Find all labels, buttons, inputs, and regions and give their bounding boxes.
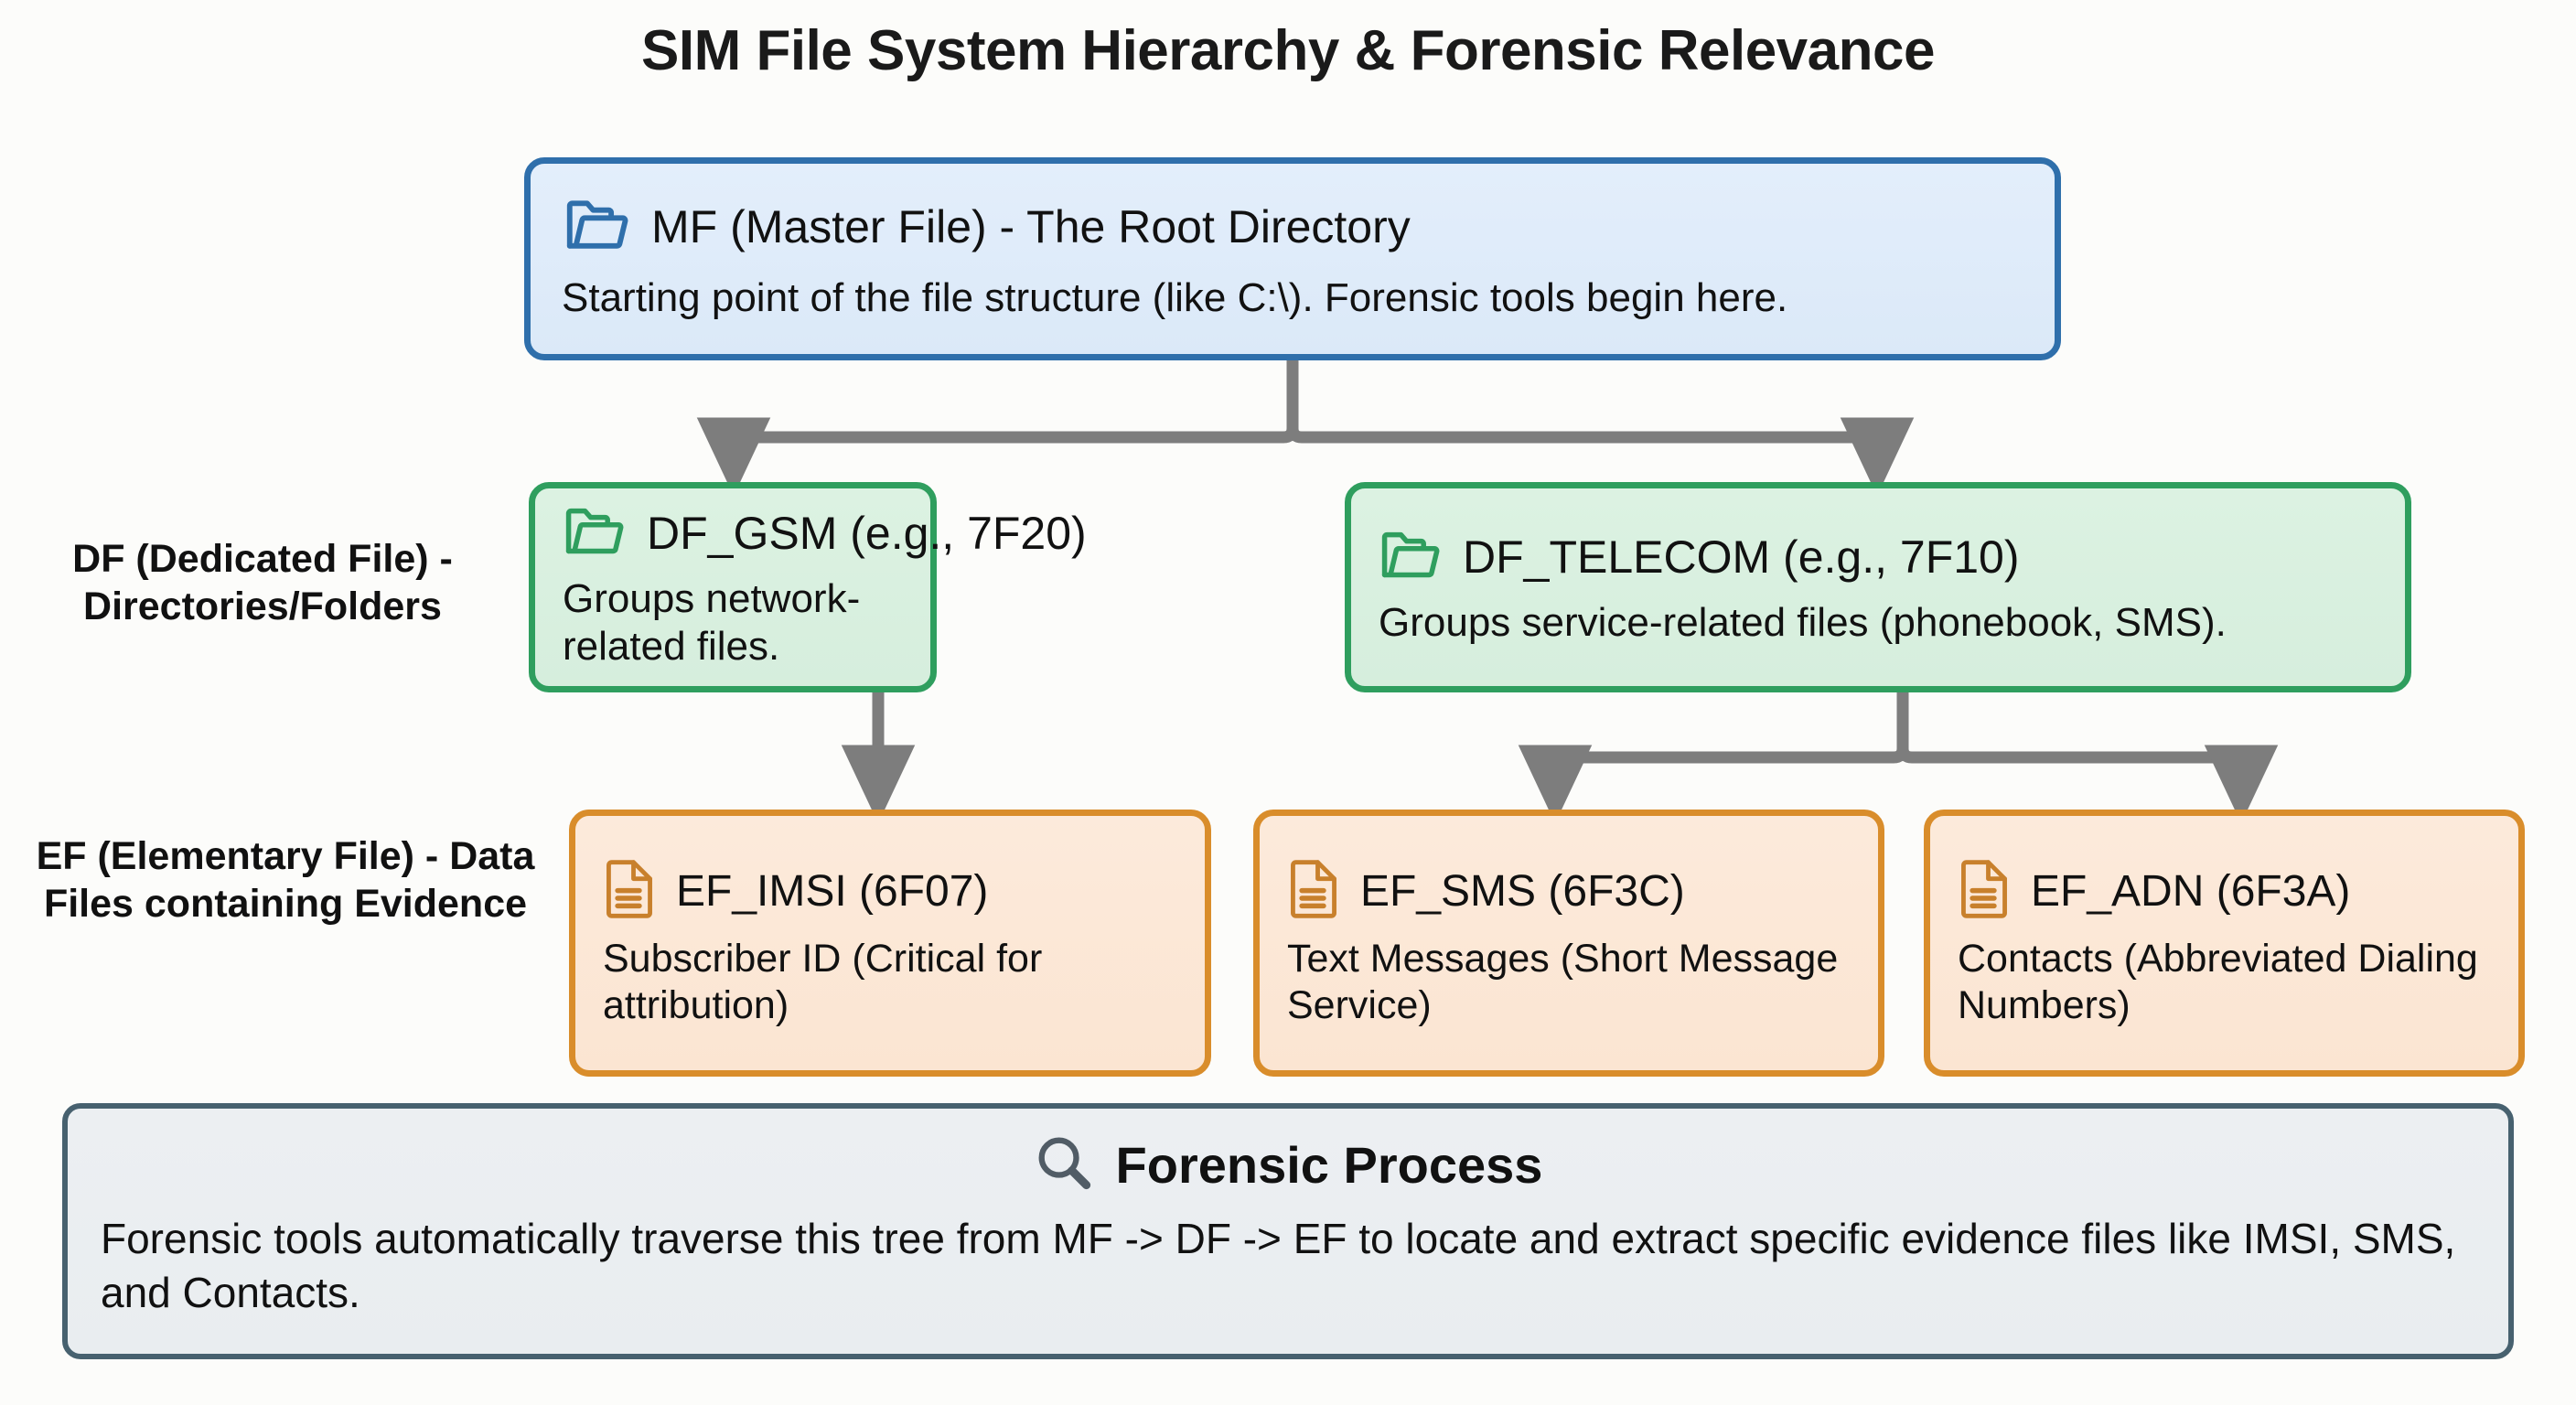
node-df-telecom[interactable]: DF_TELECOM (e.g., 7F10) Groups service-r… xyxy=(1345,482,2411,692)
node-df-gsm[interactable]: DF_GSM (e.g., 7F20) Groups network-relat… xyxy=(529,482,1087,692)
node-ef-sms-header: EF_SMS (6F3C) xyxy=(1287,858,1851,925)
document-icon xyxy=(1287,858,1340,925)
node-ef-adn[interactable]: EF_ADN (6F3A) Contacts (Abbreviated Dial… xyxy=(1924,810,2525,1077)
folder-icon xyxy=(563,505,627,563)
document-icon xyxy=(1958,858,2011,925)
forensic-process-title: Forensic Process xyxy=(1115,1136,1543,1194)
forensic-process-description: Forensic tools automatically traverse th… xyxy=(101,1215,2456,1316)
edge-df-telecom-to-ef-sms xyxy=(1518,692,1909,824)
node-df-gsm-description: Groups network-related files. xyxy=(563,575,861,669)
edge-df-telecom-to-ef-adn xyxy=(1896,692,2279,824)
edge-mf-to-df-gsm xyxy=(696,360,1299,497)
node-ef-imsi-title: EF_IMSI (6F07) xyxy=(676,866,989,916)
node-ef-imsi-description: Subscriber ID (Critical for attribution) xyxy=(603,936,1043,1027)
node-ef-sms-description: Text Messages (Short Message Service) xyxy=(1287,936,1839,1027)
node-df-gsm-header: DF_GSM (e.g., 7F20) xyxy=(563,505,1087,563)
edge-mf-to-df-telecom xyxy=(1286,360,1915,497)
document-icon xyxy=(603,858,656,925)
forensic-process-panel: Forensic Process Forensic tools automati… xyxy=(62,1103,2514,1359)
node-ef-imsi[interactable]: EF_IMSI (6F07) Subscriber ID (Critical f… xyxy=(569,810,1211,1077)
node-ef-imsi-header: EF_IMSI (6F07) xyxy=(603,858,1177,925)
node-df-gsm-title: DF_GSM (e.g., 7F20) xyxy=(647,508,1087,560)
node-df-telecom-description: Groups service-related files (phonebook,… xyxy=(1379,599,2227,645)
node-mf-header: MF (Master File) - The Root Directory xyxy=(564,197,2023,258)
node-df-telecom-header: DF_TELECOM (e.g., 7F10) xyxy=(1379,529,2377,586)
magnifier-icon xyxy=(1034,1132,1094,1197)
node-df-telecom-title: DF_TELECOM (e.g., 7F10) xyxy=(1463,531,2020,584)
page-title: SIM File System Hierarchy & Forensic Rel… xyxy=(641,19,1935,82)
row-label-ef: EF (Elementary File) - Data Files contai… xyxy=(36,834,535,927)
forensic-process-header: Forensic Process xyxy=(101,1132,2475,1197)
node-mf-description: Starting point of the file structure (li… xyxy=(562,274,1788,320)
node-ef-sms-title: EF_SMS (6F3C) xyxy=(1360,866,1685,916)
node-mf-title: MF (Master File) - The Root Directory xyxy=(651,201,1411,253)
row-label-df: DF (Dedicated File) - Directories/Folder… xyxy=(72,537,453,629)
node-ef-adn-header: EF_ADN (6F3A) xyxy=(1958,858,2491,925)
folder-icon xyxy=(1379,529,1443,586)
node-ef-adn-title: EF_ADN (6F3A) xyxy=(2031,866,2351,916)
folder-icon xyxy=(564,197,631,258)
node-mf[interactable]: MF (Master File) - The Root Directory St… xyxy=(524,157,2061,360)
node-ef-sms[interactable]: EF_SMS (6F3C) Text Messages (Short Messa… xyxy=(1253,810,1884,1077)
node-ef-adn-description: Contacts (Abbreviated Dialing Numbers) xyxy=(1958,936,2478,1027)
